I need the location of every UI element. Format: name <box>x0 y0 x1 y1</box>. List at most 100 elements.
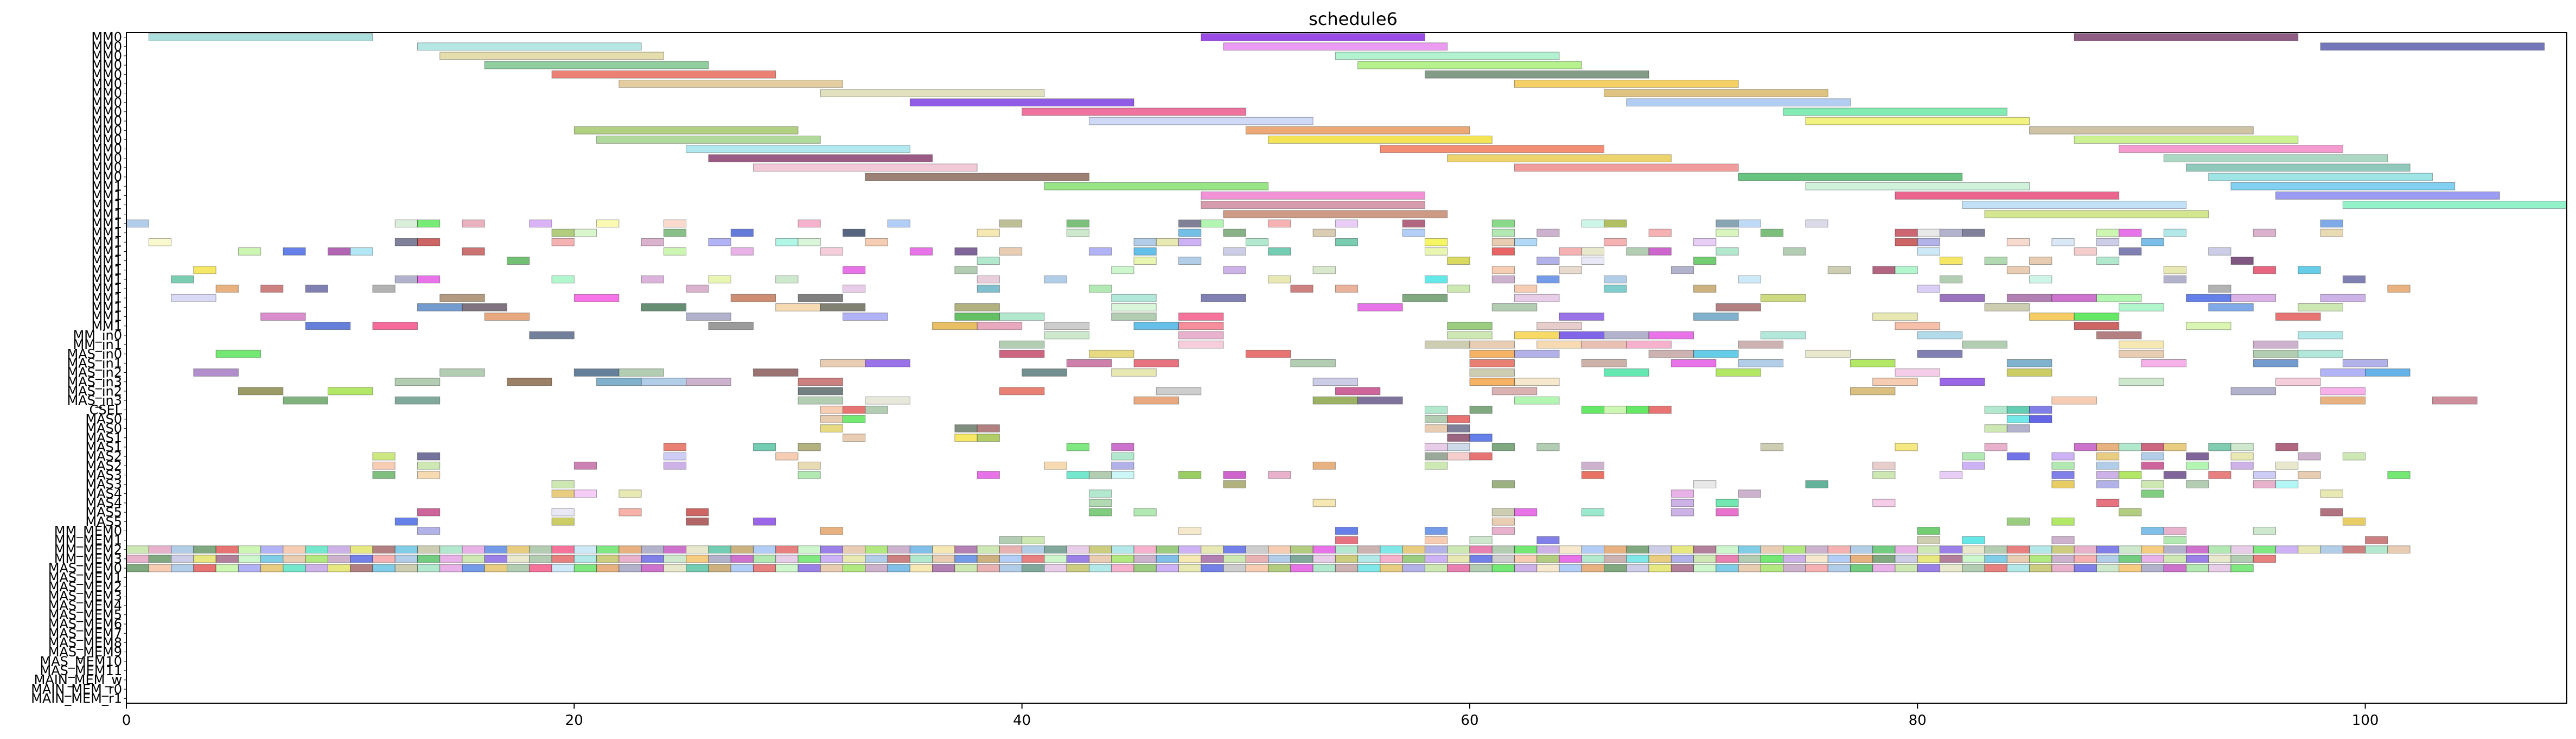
task-bar <box>394 517 418 526</box>
task-bar <box>2141 489 2164 498</box>
task-bar <box>350 247 373 256</box>
task-bar <box>1716 545 1739 554</box>
row-label: MM1 <box>91 216 122 231</box>
task-bar <box>215 284 239 293</box>
task-bar <box>954 434 978 442</box>
task-bar <box>2051 517 2075 526</box>
task-bar <box>2141 555 2164 563</box>
row-label: MAS_MEM2 <box>48 579 122 594</box>
task-bar <box>2074 443 2097 451</box>
task-bar <box>954 564 978 572</box>
task-bar <box>1402 294 1448 302</box>
task-bar <box>641 545 664 554</box>
row-label: MM0 <box>91 142 122 157</box>
task-bar <box>909 247 933 256</box>
task-bar <box>439 368 485 377</box>
task-bar <box>1022 368 1067 377</box>
task-bar <box>507 378 552 386</box>
task-bar <box>1424 424 1448 432</box>
task-bar <box>1290 564 1313 572</box>
task-bar <box>551 564 575 572</box>
task-bar <box>2096 555 2120 563</box>
task-bar <box>2051 545 2075 554</box>
task-bar <box>1895 443 1918 451</box>
task-bar <box>686 545 709 554</box>
task-bar <box>1491 564 1515 572</box>
task-bar <box>1111 368 1157 377</box>
task-bar <box>775 452 799 461</box>
x-tick-label: 40 <box>1013 712 1031 729</box>
task-bar <box>1760 294 1806 302</box>
task-bar <box>1424 536 1448 544</box>
task-bar <box>798 443 821 451</box>
task-bar <box>909 564 933 572</box>
task-bar <box>2208 443 2231 451</box>
task-bar <box>686 555 709 563</box>
task-bar <box>663 219 687 228</box>
task-bar <box>1670 555 1694 563</box>
task-bar <box>1156 387 1202 396</box>
task-bar <box>2096 480 2120 488</box>
task-bar <box>2006 424 2030 432</box>
task-bar <box>1670 266 1694 275</box>
task-bar <box>2074 555 2097 563</box>
task-bar <box>1693 257 1717 265</box>
task-bar <box>2230 555 2254 563</box>
task-bar <box>1783 545 1806 554</box>
task-bar <box>2029 545 2052 554</box>
task-bar <box>2051 536 2075 544</box>
task-bar <box>730 564 754 572</box>
task-bar <box>2006 405 2030 414</box>
task-bar <box>954 545 978 554</box>
task-bar <box>865 405 888 414</box>
row-label: MM0 <box>91 39 122 54</box>
task-bar <box>708 238 731 246</box>
task-bar <box>305 564 328 572</box>
task-bar <box>484 545 508 554</box>
task-bar <box>1536 340 1582 349</box>
task-bar <box>1133 257 1157 265</box>
task-bar <box>1290 545 1313 554</box>
task-bar <box>798 555 821 563</box>
task-bar <box>1335 387 1381 396</box>
task-bar <box>1268 136 1493 144</box>
task-bars <box>126 33 2567 572</box>
task-bar <box>1805 480 1828 488</box>
task-bar <box>1581 257 1605 265</box>
task-bar <box>2342 545 2366 554</box>
task-bar <box>507 257 530 265</box>
row-label: MM0 <box>91 58 122 73</box>
row-label: MAS_in2 <box>67 384 122 399</box>
task-bar <box>2342 517 2366 526</box>
task-bar <box>753 545 776 554</box>
task-bar <box>1201 192 1425 200</box>
task-bar <box>1581 461 1605 470</box>
task-bar <box>865 396 910 405</box>
task-bar <box>417 452 441 461</box>
task-bar <box>573 126 799 135</box>
task-bar <box>2141 359 2186 367</box>
row-label: MAS_MEM4 <box>48 598 122 613</box>
task-bar <box>462 545 485 554</box>
task-bar <box>1962 201 2186 209</box>
task-bar <box>1268 247 1291 256</box>
task-bar <box>1111 564 1134 572</box>
task-bar <box>1469 536 1493 544</box>
task-bar <box>708 555 731 563</box>
task-bar <box>1850 545 1873 554</box>
task-bar <box>126 545 149 554</box>
task-bar <box>730 228 754 237</box>
task-bar <box>372 452 396 461</box>
task-bar <box>2074 564 2097 572</box>
task-bar <box>126 219 149 228</box>
task-bar <box>1133 322 1179 330</box>
task-bar <box>439 564 463 572</box>
task-bar <box>1581 508 1605 517</box>
task-bar <box>372 545 396 554</box>
task-bar <box>2096 238 2120 246</box>
task-bar <box>1268 471 1291 479</box>
task-bar <box>1670 508 1694 517</box>
task-bar <box>1626 564 1649 572</box>
task-bar <box>1178 527 1202 535</box>
row-label: MM0 <box>91 151 122 166</box>
